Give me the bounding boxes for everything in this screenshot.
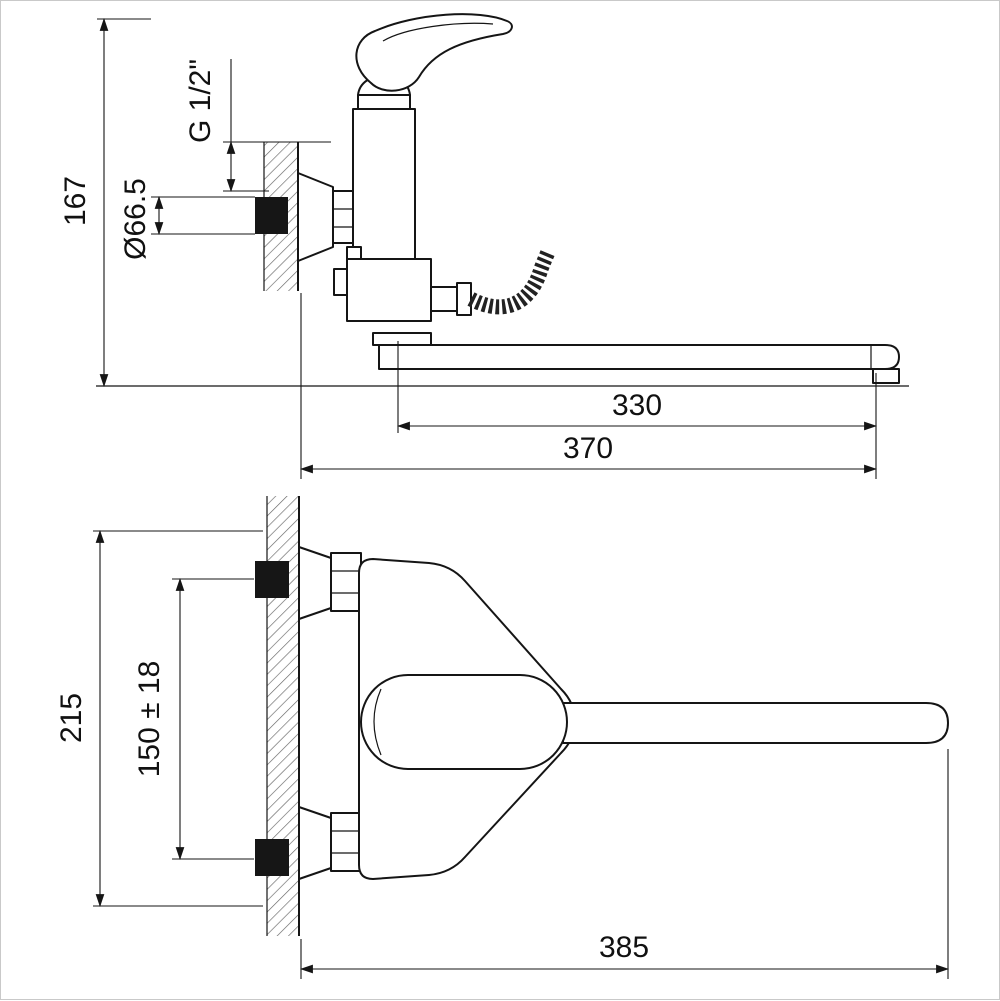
faucet-side bbox=[96, 13, 909, 387]
dim-label-150: 150 ± 18 bbox=[133, 661, 166, 778]
diverter-knob bbox=[333, 268, 348, 296]
dim-label-385: 385 bbox=[599, 931, 649, 964]
dimension-depth-370: 370 bbox=[299, 293, 878, 479]
wall-anchor-side bbox=[255, 197, 288, 234]
mixer-body-side bbox=[352, 108, 416, 260]
dim-label-215: 215 bbox=[55, 693, 88, 743]
aerator-side bbox=[872, 368, 900, 384]
dimension-mount-spacing-150: 150 ± 18 bbox=[133, 577, 254, 861]
faucet-front bbox=[298, 546, 949, 880]
spout-collar-side bbox=[372, 332, 432, 346]
hose-nut bbox=[456, 282, 472, 316]
body-cap-side bbox=[357, 94, 411, 110]
wall-nut-front-bottom bbox=[330, 812, 362, 872]
wall-section-side bbox=[255, 142, 299, 291]
dim-label-thread: G 1/2" bbox=[184, 59, 217, 143]
handle-contour-line bbox=[382, 22, 494, 42]
dim-label-330: 330 bbox=[612, 389, 662, 422]
dimension-width-385: 385 bbox=[299, 749, 950, 979]
escutcheon-front-bottom bbox=[298, 806, 332, 880]
spout-front bbox=[562, 702, 949, 744]
shower-hose bbox=[467, 249, 555, 315]
spout-side bbox=[378, 344, 900, 370]
dimension-height-215: 215 bbox=[55, 529, 263, 908]
dim-label-167: 167 bbox=[59, 176, 92, 226]
wall-section-front bbox=[255, 496, 300, 936]
dim-label-diameter: Ø66.5 bbox=[119, 178, 152, 260]
front-view: 215 150 ± 18 385 bbox=[55, 496, 950, 979]
escutcheon-side bbox=[297, 172, 334, 262]
wall-nut-side bbox=[332, 190, 354, 244]
wall-anchor-bottom bbox=[255, 839, 289, 876]
lever-handle-side bbox=[355, 13, 513, 92]
escutcheon-front-top bbox=[298, 546, 332, 620]
wall-anchor-top bbox=[255, 561, 289, 598]
wall-nut-front-top bbox=[330, 552, 362, 612]
dimension-diameter-66-5: Ø66.5 bbox=[119, 178, 255, 260]
dimension-spout-330: 330 bbox=[396, 341, 878, 479]
dim-label-370: 370 bbox=[563, 432, 613, 465]
hose-connector bbox=[430, 286, 458, 312]
diverter-block-side bbox=[346, 258, 432, 322]
dimension-thread-g12: G 1/2" bbox=[184, 59, 331, 193]
side-view: 167 G 1/2" Ø66.5 330 370 bbox=[59, 13, 909, 479]
dimension-height-167: 167 bbox=[59, 17, 151, 388]
diverter-tab bbox=[346, 246, 362, 260]
handle-contour-line bbox=[373, 688, 382, 756]
lever-handle-front bbox=[360, 674, 568, 770]
